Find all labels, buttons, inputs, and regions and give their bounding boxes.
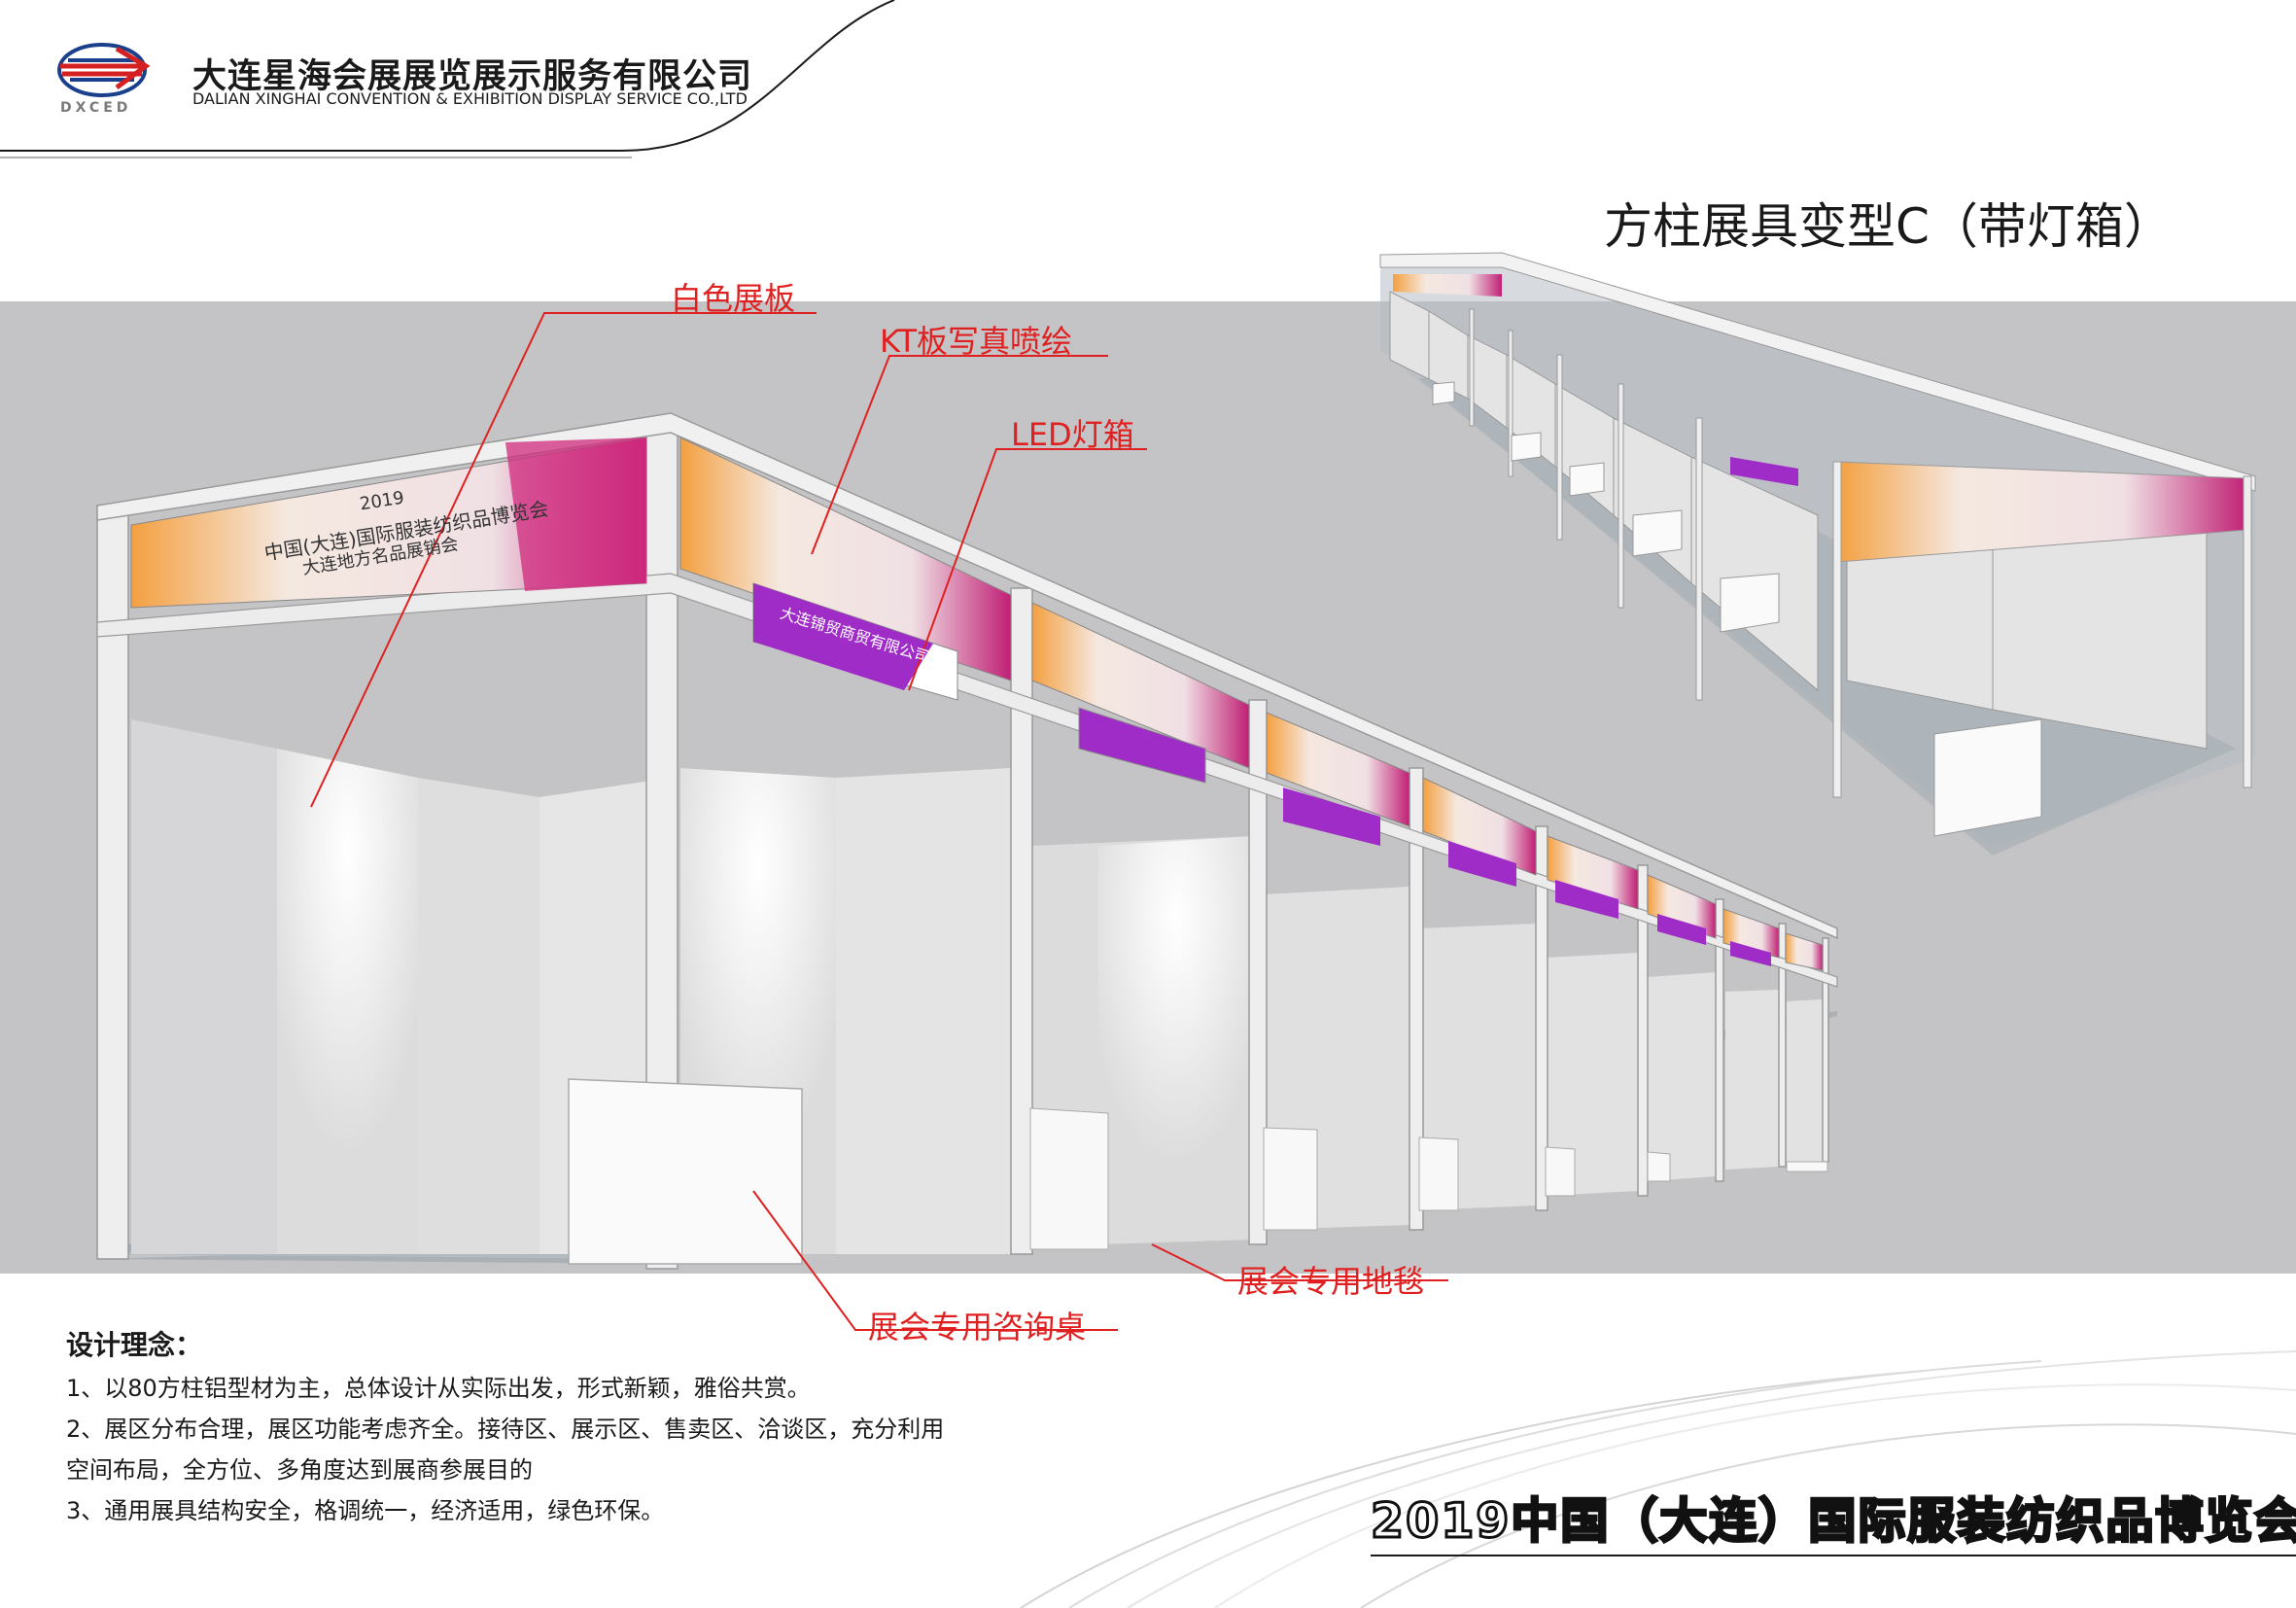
design-concept-line-1: 1、以80方柱铝型材为主，总体设计从实际出发，形式新颖，雅俗共赏。 bbox=[66, 1375, 811, 1402]
callout-line-kt bbox=[811, 355, 1108, 555]
wall-panel bbox=[836, 768, 1011, 1254]
company-name-en: DALIAN XINGHAI CONVENTION & EXHIBITION D… bbox=[192, 89, 748, 108]
callout-line-carpet bbox=[1151, 1243, 1448, 1281]
design-concept-line-2: 2、展区分布合理，展区功能考虑齐全。接待区、展示区、售卖区、洽谈区，充分利用 bbox=[66, 1416, 945, 1443]
led-lightbox-sign bbox=[753, 583, 933, 690]
kt-banner bbox=[679, 437, 1012, 682]
design-concept-title: 设计理念： bbox=[66, 1329, 203, 1361]
wall-panel bbox=[131, 719, 277, 1254]
callout-white-panel: 白色展板 bbox=[671, 280, 796, 317]
callout-line-white-panel bbox=[310, 312, 817, 808]
consult-desk bbox=[568, 1078, 803, 1265]
callout-line-led bbox=[908, 448, 1147, 691]
logo-subtext: DXCED bbox=[60, 100, 132, 116]
design-concept-line-4: 3、通用展具结构安全，格调统一，经济适用，绿色环保。 bbox=[66, 1497, 665, 1524]
company-logo bbox=[57, 43, 151, 97]
wall-panel bbox=[418, 778, 539, 1254]
post bbox=[96, 505, 129, 1260]
callout-kt-board: KT板写真喷绘 bbox=[880, 323, 1073, 360]
footer-title: 2019中国（大连）国际服装纺织品博览会 bbox=[1369, 1492, 2296, 1551]
design-concept-line-3: 空间布局，全方位、多角度达到展商参展目的 bbox=[66, 1456, 533, 1484]
footer-curves bbox=[1020, 1350, 2296, 1608]
callout-led-lightbox: LED灯箱 bbox=[1011, 416, 1134, 453]
company-name-cn: 大连星海会展展览展示服务有限公司 bbox=[192, 57, 753, 96]
callout-line-desk bbox=[752, 1190, 1118, 1331]
header-curve bbox=[0, 0, 895, 158]
callout-consult-desk: 展会专用咨询桌 bbox=[868, 1309, 1087, 1346]
callout-carpet: 展会专用地毯 bbox=[1237, 1263, 1425, 1300]
wall-panel bbox=[277, 749, 418, 1254]
page-title: 方柱展具变型C（带灯箱） bbox=[1604, 198, 2173, 255]
